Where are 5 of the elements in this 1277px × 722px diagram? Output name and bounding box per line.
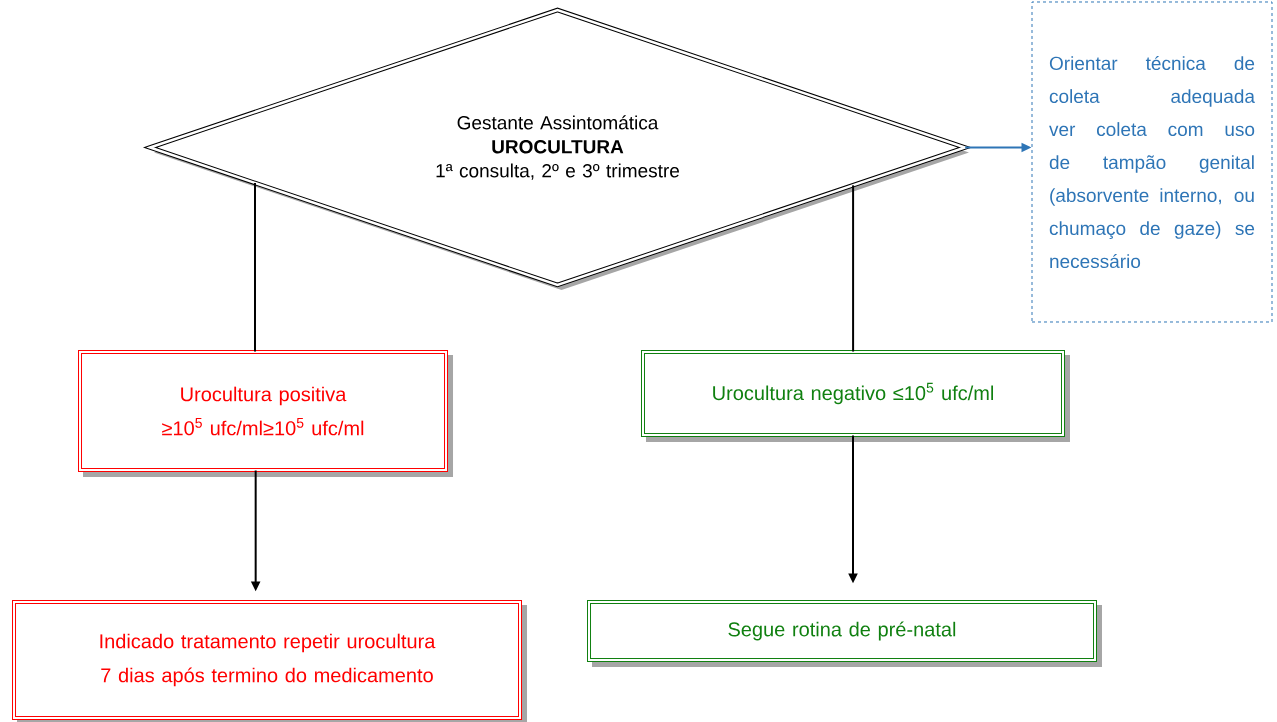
process-box: Segue rotina de pré-natal [587,600,1102,667]
process-box: Indicado tratamento repetir urocultura 7 dias após termino do medicamento [12,600,527,722]
note-box: Orientar técnica de coleta adequada ver coleta com uso de tampão genital (absorvente interno, ou chumaço de gaze) se necessário [1031,1,1273,323]
process-box: Urocultura positiva ≥10$^{5}$ ufc/ml≥10$^{5}$ ufc/ml [78,350,453,477]
process-box: Urocultura negativo ≤10$^{5}$ ufc/ml [641,350,1070,442]
